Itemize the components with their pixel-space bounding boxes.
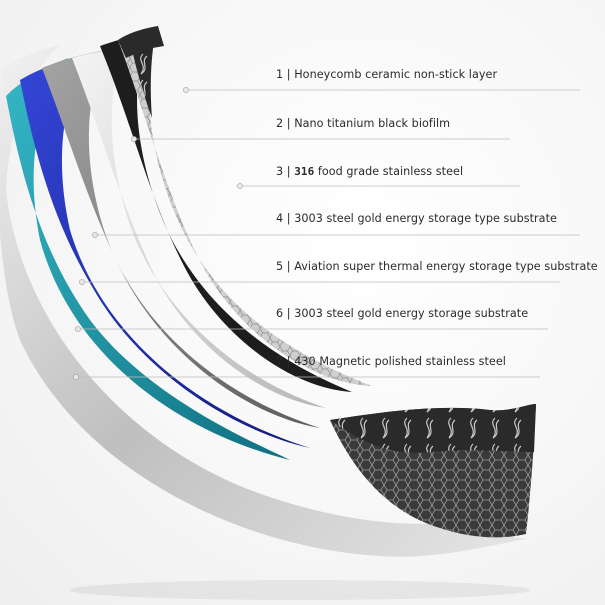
layer-number-6: 6 [276, 307, 284, 320]
layer-label-3: 3 | 316 food grade stainless steel [276, 165, 463, 179]
leader-dot-3 [237, 183, 243, 189]
flame-band [330, 404, 536, 453]
layer-number-4: 4 [276, 212, 284, 225]
layer-7-shell [0, 44, 530, 557]
leader-lines [76, 89, 580, 378]
layer-label-7: 7 | 430 Magnetic polished stainless stee… [276, 355, 506, 369]
leader-dot-4 [92, 232, 98, 238]
layer-code-3: 316 [294, 165, 315, 178]
layer-name-5: Aviation super thermal energy storage ty… [294, 260, 598, 273]
layer-sep-4: | [283, 212, 295, 225]
layer-label-1: 1 | Honeycomb ceramic non-stick layer [276, 68, 497, 82]
layer-name-1: Honeycomb ceramic non-stick layer [294, 68, 498, 81]
leader-dot-2 [131, 136, 137, 142]
floor-shadow [70, 580, 530, 600]
layer-4-grey [42, 50, 320, 428]
layer-number-5: 5 [276, 260, 284, 273]
layer-number-1: 1 [276, 68, 284, 81]
layer-3-silver [72, 48, 326, 408]
leader-dot-7 [73, 374, 79, 380]
layer-name-3: food grade stainless steel [317, 165, 464, 178]
layer-sep-1: | [283, 68, 295, 81]
layer-label-5: 5 | Aviation super thermal energy storag… [276, 260, 598, 274]
layer-sep-3: | [283, 165, 295, 178]
layer-label-4: 4 | 3003 steel gold energy storage type … [276, 212, 557, 226]
layer-sep-2: | [283, 117, 295, 130]
layer-number-7: 7 [276, 355, 284, 368]
layer-name-4: 3003 steel gold energy storage type subs… [294, 212, 557, 225]
layer-number-2: 2 [276, 117, 284, 130]
layer-number-3: 3 [276, 165, 284, 178]
layer-name-7: 430 Magnetic polished stainless steel [294, 355, 506, 368]
leader-dot-6 [75, 326, 81, 332]
layer-label-2: 2 | Nano titanium black biofilm [276, 117, 450, 131]
leader-dot-5 [79, 279, 85, 285]
layer-sep-6: | [283, 307, 295, 320]
layer-2-dark [100, 30, 352, 392]
layer-label-6: 6 | 3003 steel gold energy storage subst… [276, 307, 528, 321]
leader-dot-1 [183, 87, 189, 93]
layer-5-blue [20, 54, 310, 448]
layer-name-2: Nano titanium black biofilm [294, 117, 451, 130]
rim [118, 26, 164, 58]
layer-name-6: 3003 steel gold energy storage substrate [294, 307, 529, 320]
layer-sep-5: | [283, 260, 295, 273]
layer-sep-7: | [283, 355, 295, 368]
leader-dots [73, 87, 243, 380]
